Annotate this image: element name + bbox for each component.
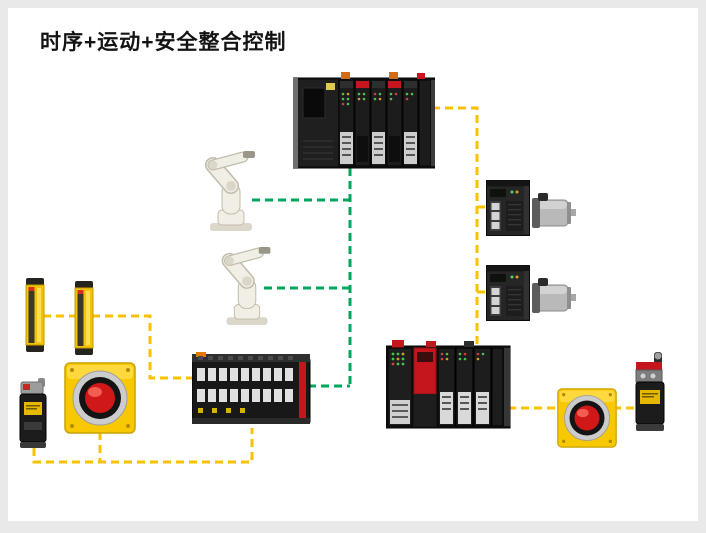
servo-motor-2-icon [532,277,576,317]
safety-line-curtain-to-io [92,314,196,380]
robot-arm-2-icon [212,246,282,326]
safety-controller-icon [386,338,512,432]
robot-arm-1-icon [196,150,266,232]
safety-light-curtain-2-icon [74,281,94,355]
emergency-stop-right-icon [557,388,617,448]
io-terminal-block-icon [192,352,312,430]
safety-door-switch-icon [632,352,668,432]
emergency-stop-left-icon [64,362,136,434]
servo-drive-1-icon [486,180,530,236]
page-title: 时序+运动+安全整合控制 [40,31,287,54]
safety-line-bottom-trunk [32,428,254,464]
safety-limit-switch-icon [18,378,50,450]
safety-line-plc-to-controller [432,106,479,352]
safety-light-curtain-1-icon [25,278,45,352]
servo-motor-1-icon [532,192,576,232]
plc-motion-controller-icon [293,66,435,172]
servo-drive-2-icon [486,265,530,321]
